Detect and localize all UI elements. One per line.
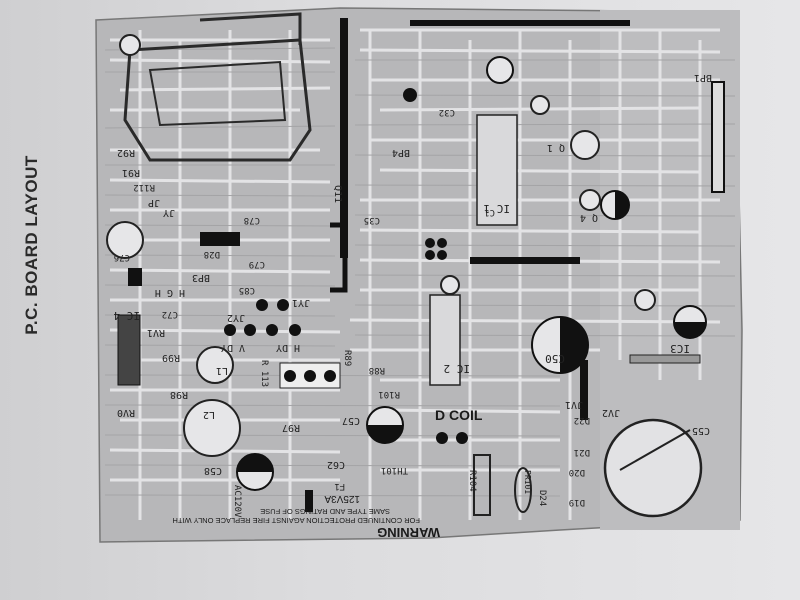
label-c57: C57 <box>342 415 360 426</box>
label-r92: R92 <box>117 147 135 158</box>
label-jy: JY <box>163 207 175 218</box>
label-r97: R97 <box>282 422 300 433</box>
label-c72: C72 <box>162 309 178 319</box>
label-d-coil: D COIL <box>435 407 483 423</box>
heatsink-bar <box>340 18 348 258</box>
label-r98: R98 <box>170 389 188 400</box>
label-c79: C79 <box>249 259 265 269</box>
label-pr101: PR101 <box>523 470 532 494</box>
label-jy1: JY1 <box>292 297 310 308</box>
label-r112: R112 <box>133 182 155 192</box>
fuse-name: F1 <box>334 482 345 492</box>
d-coil-pads <box>436 432 468 444</box>
label-rv1: RV1 <box>147 327 165 338</box>
label-c1: C1 <box>484 207 495 217</box>
label-rv0: RV0 <box>117 407 135 418</box>
label-bp4: BP4 <box>392 147 410 158</box>
label-c78: C78 <box>244 215 260 225</box>
ic1-chip <box>476 114 518 226</box>
label-r89: R89 <box>342 350 352 366</box>
label-c35: C35 <box>364 215 380 225</box>
jy-pads <box>224 299 301 336</box>
label-th101: TH101 <box>381 465 408 475</box>
label-jv1: JV1 <box>565 399 583 410</box>
warning-line1: FOR CONTINUED PROTECTION AGAINST FIRE RE… <box>172 516 420 525</box>
label-d28: D28 <box>204 249 220 259</box>
label-q4: Q 4 <box>580 212 598 223</box>
ic4-block <box>117 314 141 386</box>
warning-block: WARNING FOR CONTINUED PROTECTION AGAINST… <box>172 507 440 540</box>
l2-coil <box>183 399 241 457</box>
right-connector <box>711 81 725 193</box>
label-ic1: IC 1 <box>484 202 511 215</box>
label-jv2: JV2 <box>602 407 620 418</box>
label-ic4: IC 4 <box>113 309 140 322</box>
label-d20: D20 <box>569 467 585 477</box>
lower-connector-2 <box>629 354 701 364</box>
c55-capacitor <box>603 418 703 518</box>
tuner-inner <box>148 60 287 127</box>
label-ic2: IC 2 <box>444 362 471 375</box>
label-jy2: JY2 <box>227 312 245 323</box>
label-c62: C62 <box>327 459 345 470</box>
top-connector-bar <box>410 20 630 26</box>
label-hgh: H G H <box>155 287 185 298</box>
label-l1: L1 <box>216 365 228 376</box>
label-c55: C55 <box>692 425 710 436</box>
label-q1: Q 1 <box>547 142 565 153</box>
label-c85: C85 <box>239 285 255 295</box>
label-l2: L2 <box>203 409 215 420</box>
label-q11: Q11 <box>332 185 343 203</box>
label-r91: R91 <box>122 167 140 178</box>
label-d22: D22 <box>574 415 590 425</box>
lower-connector <box>580 360 588 420</box>
label-r101: R101 <box>378 389 400 399</box>
label-c32: C32 <box>439 107 455 117</box>
q11-capacitor <box>106 221 144 259</box>
label-bp1: BP1 <box>694 72 712 83</box>
label-vdy: V DY <box>221 342 245 353</box>
fuse-rating: 125V3A <box>324 493 360 504</box>
warning-line2: SAME TYPE AND RATINGS OF FUSE <box>260 507 390 516</box>
label-hdy: H DY <box>276 342 300 353</box>
label-r99: R99 <box>162 352 180 363</box>
label-r104: R104 <box>467 470 477 492</box>
label-c76: C76 <box>114 252 130 262</box>
label-jp: JP <box>148 197 160 208</box>
trace-shading <box>104 47 736 497</box>
warning-heading: WARNING <box>377 525 440 540</box>
label-c58: C58 <box>204 465 222 476</box>
label-c50: C50 <box>545 352 565 365</box>
label-r113: R 113 <box>259 360 269 387</box>
label-ac120: AC120V <box>232 485 242 518</box>
label-ic3: IC3 <box>670 342 690 355</box>
label-d24: D24 <box>537 490 547 506</box>
label-d21: D21 <box>574 447 590 457</box>
label-d19: D19 <box>569 497 585 507</box>
label-bp3: BP3 <box>192 272 210 283</box>
mid-connector <box>470 257 580 264</box>
ic2-chip <box>429 294 461 386</box>
label-r88: R88 <box>369 365 385 375</box>
l1-coil <box>196 346 234 384</box>
